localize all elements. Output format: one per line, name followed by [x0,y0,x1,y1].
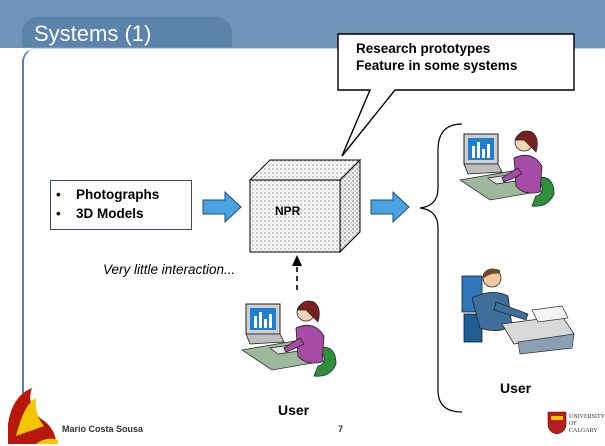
user-icon [461,268,575,355]
right-user-label: User [500,380,532,396]
interaction-note: Very little interaction... [103,262,236,277]
user-icon [241,300,337,377]
header-divider [0,48,605,51]
npr-cube-icon [248,158,362,254]
logo-icon [8,388,58,444]
university-name: UNIVERSITY OF CALGARY [569,414,605,434]
bottom-user-label: User [278,402,310,418]
content-panel [22,48,604,421]
callout-line-2: Feature in some systems [356,58,518,73]
arrow-right-icon [202,190,242,224]
page-number: 7 [338,424,344,434]
callout-line-1: Research prototypes [356,41,491,56]
input-item: 3D Models [56,204,159,223]
arrow-right-icon [370,190,410,224]
input-item: Photographs [56,185,159,204]
slide-title: Systems (1) [34,21,152,46]
callout-bubble [337,33,575,157]
inputs-list: Photographs 3D Models [56,185,159,223]
brace-icon [419,123,463,413]
title-tab [22,17,232,47]
user-icon [459,130,555,207]
callout-text: Research prototypes Feature in some syst… [356,40,566,74]
footer-author: Mario Costa Sousa [62,424,144,434]
npr-label: NPR [275,204,301,218]
university-logo-icon [547,411,567,435]
